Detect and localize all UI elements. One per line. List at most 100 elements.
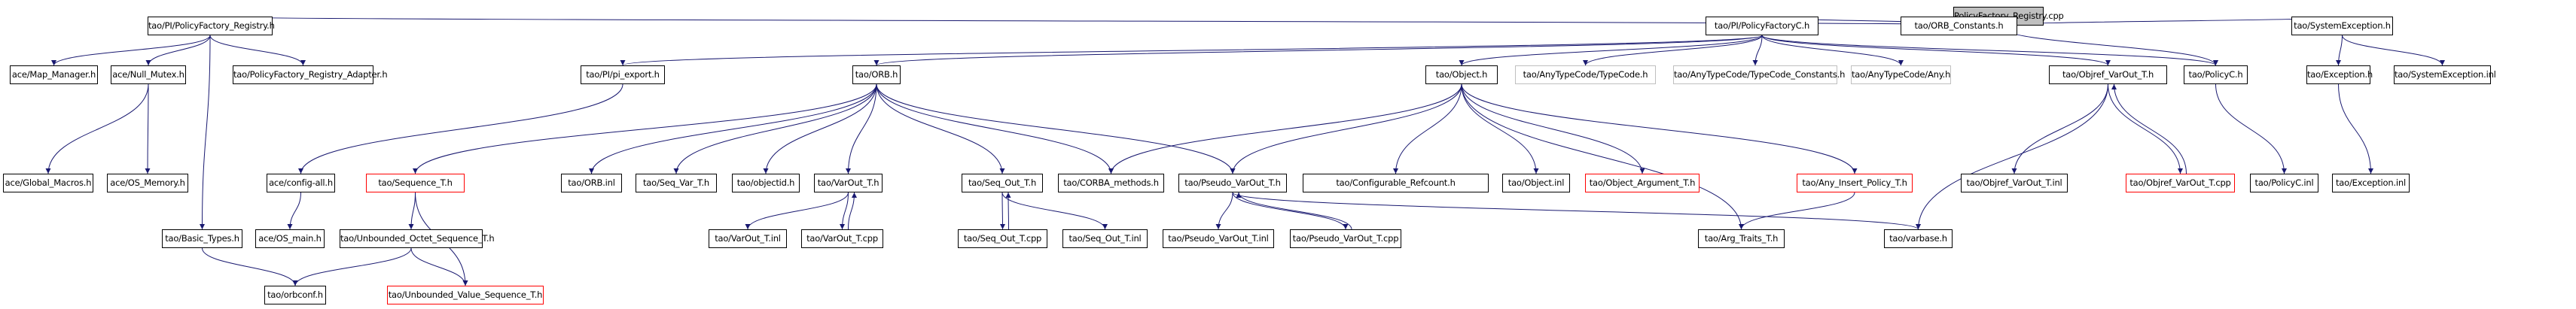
edge-object_h-to-object_inl xyxy=(1461,83,1539,174)
node-tao-seq-out-t-h[interactable]: tao/Seq_Out_T.h xyxy=(962,174,1043,192)
node-tao-pi-pi-export-h[interactable]: tao/PI/pi_export.h xyxy=(581,65,665,84)
node-tao-orb-constants-h[interactable]: tao/ORB_Constants.h xyxy=(1901,17,2017,35)
node-tao-anytypecode-typecode-constants-h[interactable]: tao/AnyTypeCode/TypeCode_Constants.h xyxy=(1673,65,1845,84)
edge-object_h-to-arg_traits xyxy=(1461,83,1744,230)
edge-pfc_h-to-typecode_h xyxy=(1583,35,1763,66)
edge-pfc_h-to-tc_const xyxy=(1752,35,1763,66)
node-tao-systemexception-h[interactable]: tao/SystemException.h xyxy=(2291,17,2393,35)
node-tao-exception-h[interactable]: tao/Exception.h xyxy=(2306,65,2373,84)
edge-pfc_h-to-policyc_h xyxy=(1761,35,2218,66)
node-tao-varout-t-cpp[interactable]: tao/VarOut_T.cpp xyxy=(801,229,883,248)
node-tao-varout-t-inl[interactable]: tao/VarOut_T.inl xyxy=(709,229,787,248)
edge-varout_cpp-to-varout_h xyxy=(848,192,857,230)
edge-pseudo_h-to-pseudo_inl xyxy=(1215,192,1233,230)
edge-orb_h-to-pseudo_h xyxy=(876,83,1236,174)
node-tao-anytypecode-any-h[interactable]: tao/AnyTypeCode/Any.h xyxy=(1851,65,1951,84)
node-ace-null-mutex-h[interactable]: ace/Null_Mutex.h xyxy=(111,65,186,84)
node-tao-corba-methods-h[interactable]: tao/CORBA_methods.h xyxy=(1058,174,1164,192)
node-tao-objref-varout-t-inl[interactable]: tao/Objref_VarOut_T.inl xyxy=(1961,174,2068,192)
edge-orb_h-to-seq_var xyxy=(673,83,877,174)
edge-null_mutex-to-global_macros xyxy=(45,83,149,174)
edge-seq_out_h-to-seq_out_cpp xyxy=(999,192,1005,230)
node-tao-unbounded-value-sequence-t-h[interactable]: tao/Unbounded_Value_Sequence_T.h xyxy=(387,286,544,304)
node-tao-any-insert-policy-t-h[interactable]: tao/Any_Insert_Policy_T.h xyxy=(1797,174,1913,192)
edge-config_all-to-os_main xyxy=(287,192,301,230)
edge-sysexc_h-to-sysexc_inl xyxy=(2342,35,2445,66)
node-tao-unbounded-octet-sequence-t-h[interactable]: tao/Unbounded_Octet_Sequence_T.h xyxy=(340,229,495,248)
edge-pseudo_cpp-to-pseudo_h xyxy=(1236,192,1352,230)
node-ace-config-all-h[interactable]: ace/config-all.h xyxy=(267,174,335,192)
node-tao-policyc-inl[interactable]: tao/PolicyC.inl xyxy=(2250,174,2318,192)
node-tao-policyc-h[interactable]: tao/PolicyC.h xyxy=(2184,65,2248,84)
node-tao-orbconf-h[interactable]: tao/orbconf.h xyxy=(264,286,326,304)
node-tao-seq-var-t-h[interactable]: tao/Seq_Var_T.h xyxy=(636,174,717,192)
node-tao-varout-t-h[interactable]: tao/VarOut_T.h xyxy=(814,174,883,192)
edge-pfc_h-to-object_h xyxy=(1459,35,1763,66)
node-tao-object-argument-t-h[interactable]: tao/Object_Argument_T.h xyxy=(1585,174,1700,192)
node-tao-seq-out-t-cpp[interactable]: tao/Seq_Out_T.cpp xyxy=(958,229,1047,248)
edge-pfc_h-to-orb_h xyxy=(873,35,1763,66)
node-tao-anytypecode-typecode-h[interactable]: tao/AnyTypeCode/TypeCode.h xyxy=(1515,65,1656,84)
edge-unb_octet-to-unb_value xyxy=(410,247,468,286)
node-tao-pi-policyfactoryc-h[interactable]: tao/PI/PolicyFactoryC.h xyxy=(1706,17,1818,35)
node-tao-seq-out-t-inl[interactable]: tao/Seq_Out_T.inl xyxy=(1062,229,1148,248)
edge-orb_h-to-varout_h xyxy=(846,83,877,174)
node-tao-pi-policyfactory-registry-h[interactable]: tao/PI/PolicyFactory_Registry.h xyxy=(148,17,275,35)
edge-seq_out_h-to-seq_out_inl xyxy=(1001,192,1108,230)
node-tao-objref-varout-t-h[interactable]: tao/Objref_VarOut_T.h xyxy=(2049,65,2167,84)
edge-pfc_h-to-any_h xyxy=(1761,35,1904,66)
node-tao-policyfactory-registry-adapter-h[interactable]: tao/PolicyFactory_Registry_Adapter.h xyxy=(233,65,388,84)
node-ace-global-macros-h[interactable]: ace/Global_Macros.h xyxy=(3,174,93,192)
edge-pfr_h-to-null_mutex xyxy=(145,35,211,66)
node-tao-pseudo-varout-t-cpp[interactable]: tao/Pseudo_VarOut_T.cpp xyxy=(1290,229,1401,248)
node-tao-orb-h[interactable]: tao/ORB.h xyxy=(852,65,901,84)
edge-pfr_h-to-basic_types xyxy=(200,35,211,230)
node-tao-pseudo-varout-t-inl[interactable]: tao/Pseudo_VarOut_T.inl xyxy=(1163,229,1274,248)
edge-seq_out_cpp-to-seq_out_h xyxy=(1005,192,1011,230)
edge-pi_export-to-config_all xyxy=(298,83,623,174)
edge-policyc_h-to-policyc_inl xyxy=(2215,83,2287,174)
node-tao-pseudo-varout-t-h[interactable]: tao/Pseudo_VarOut_T.h xyxy=(1178,174,1287,192)
edge-object_h-to-any_insert xyxy=(1461,83,1858,174)
node-tao-basic-types-h[interactable]: tao/Basic_Types.h xyxy=(162,229,242,248)
edge-pfr_h-to-pfr_adapter xyxy=(209,35,306,66)
node-tao-exception-inl[interactable]: tao/Exception.inl xyxy=(2332,174,2410,192)
node-tao-varbase-h[interactable]: tao/varbase.h xyxy=(1884,229,1953,248)
edge-orb_h-to-objectid xyxy=(763,83,877,174)
edge-pfr_h-to-map_mgr xyxy=(51,35,211,66)
edge-object_h-to-pseudo_h xyxy=(1230,83,1462,174)
node-tao-objref-varout-t-cpp[interactable]: tao/Objref_VarOut_T.cpp xyxy=(2126,174,2235,192)
edge-varout_h-to-varout_inl xyxy=(745,192,849,230)
edge-pseudo_h-to-varbase xyxy=(1232,192,1921,230)
node-ace-map-manager-h[interactable]: ace/Map_Manager.h xyxy=(10,65,98,84)
edge-exception_h-to-exception_inl xyxy=(2338,83,2373,174)
edge-orb_h-to-orb_inl xyxy=(589,83,877,174)
node-tao-sequence-t-h[interactable]: tao/Sequence_T.h xyxy=(366,174,465,192)
edge-orb_h-to-sequence_t xyxy=(413,83,877,174)
edge-objref_cpp-to-objref_h xyxy=(2111,83,2187,174)
node-tao-arg-traits-t-h[interactable]: tao/Arg_Traits_T.h xyxy=(1698,229,1785,248)
edge-basic_types-to-orbconf xyxy=(202,247,298,286)
edge-object_h-to-corba_methods xyxy=(1108,83,1462,174)
node-tao-systemexception-inl[interactable]: tao/SystemException.inl xyxy=(2394,65,2496,84)
node-tao-objectid-h[interactable]: tao/objectid.h xyxy=(732,174,800,192)
edge-pfc_h-to-objref_h xyxy=(1761,35,2111,66)
edge-orb_h-to-corba_methods xyxy=(876,83,1114,174)
node-tao-configurable-refcount-h[interactable]: tao/Configurable_Refcount.h xyxy=(1303,174,1489,192)
edge-pfc_h-to-pi_export xyxy=(620,35,1763,66)
node-tao-orb-inl[interactable]: tao/ORB.inl xyxy=(561,174,622,192)
edge-root-to-pfr_h xyxy=(209,16,1999,26)
edge-pseudo_h-to-pseudo_cpp xyxy=(1232,192,1349,230)
edge-varout_h-to-varout_cpp xyxy=(840,192,849,230)
node-tao-object-h[interactable]: tao/Object.h xyxy=(1425,65,1498,84)
edge-unb_octet-to-orbconf xyxy=(292,247,412,286)
node-tao-object-inl[interactable]: tao/Object.inl xyxy=(1502,174,1570,192)
node-ace-os-memory-h[interactable]: ace/OS_Memory.h xyxy=(107,174,188,192)
edge-objref_h-to-varbase xyxy=(1916,83,2108,230)
edge-object_h-to-obj_arg xyxy=(1461,83,1645,174)
node-ace-os-main-h[interactable]: ace/OS_main.h xyxy=(255,229,325,248)
edge-orb_h-to-seq_out_h xyxy=(876,83,1005,174)
edge-sysexc_h-to-exception_h xyxy=(2336,35,2343,66)
